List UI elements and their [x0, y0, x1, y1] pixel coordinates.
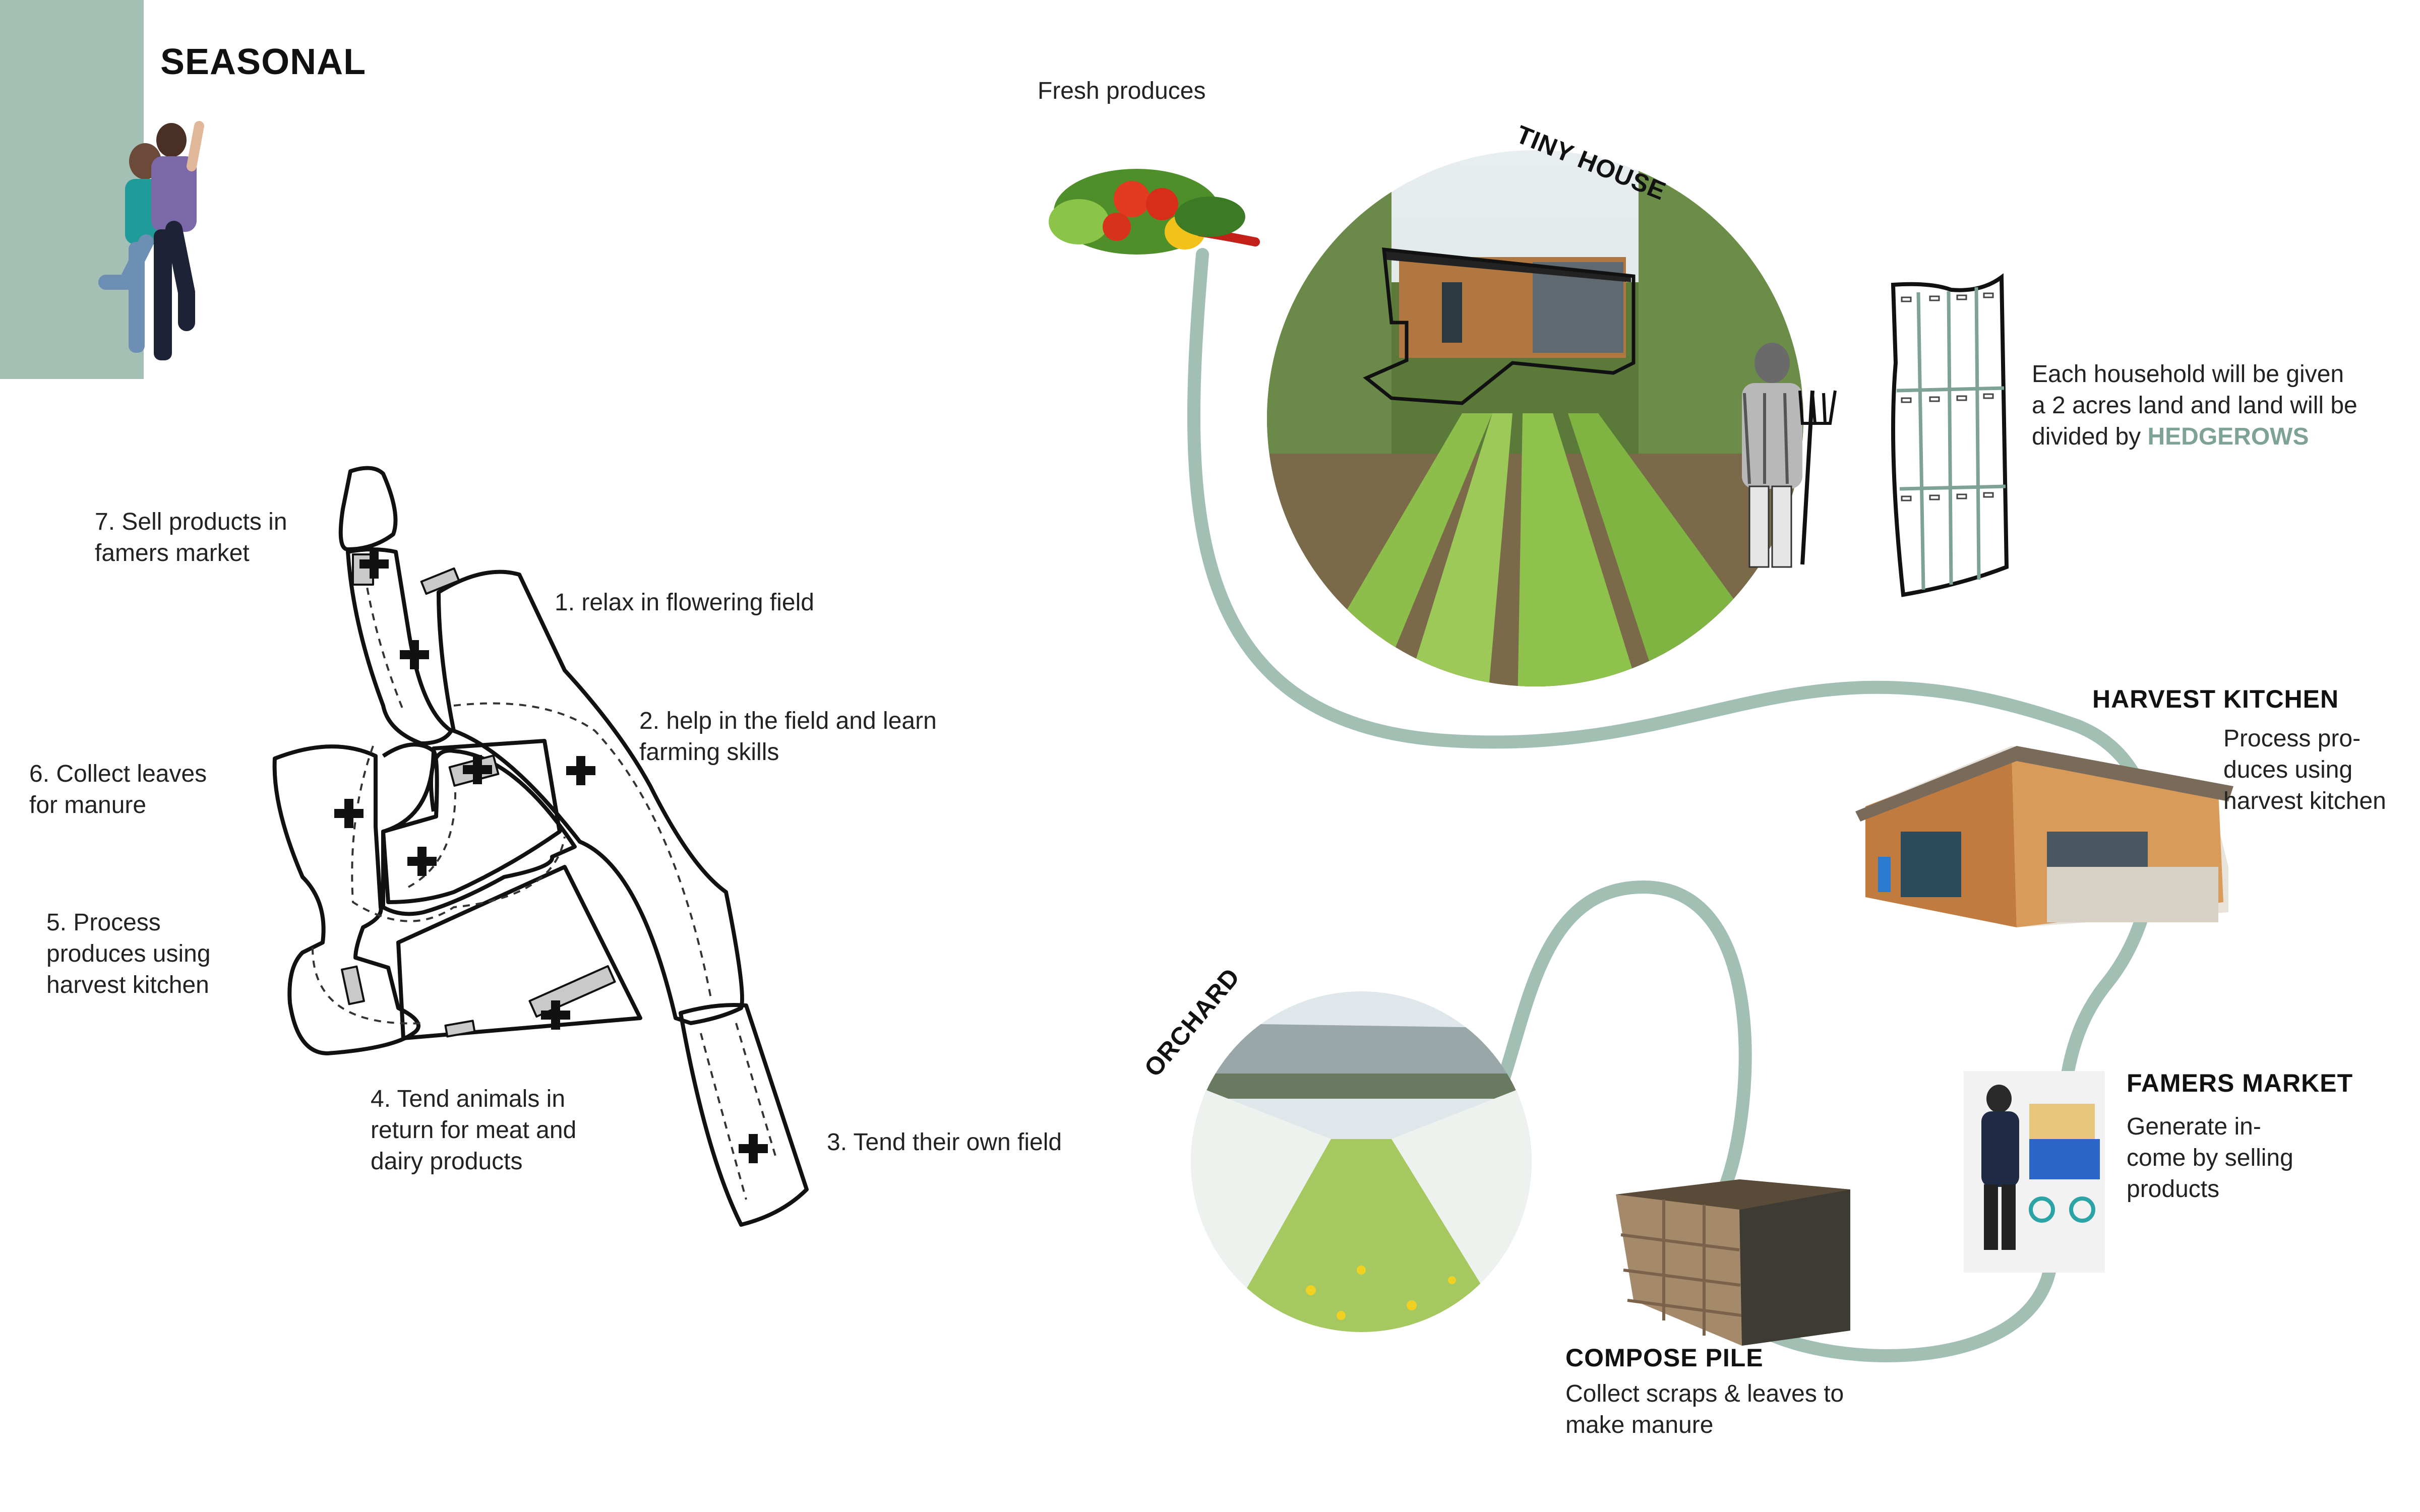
plot-7 — [338, 466, 398, 551]
plot-6 — [346, 547, 453, 745]
hedgerows-highlight: HEDGEROWS — [2147, 423, 2309, 450]
hedgerow-parcel — [1891, 273, 2009, 597]
harvest-kitchen-photo — [1855, 746, 2233, 927]
fresh-produces-label: Fresh produces — [1038, 78, 1206, 104]
step-5-label: 5. Process produces using harvest kitche… — [46, 909, 211, 998]
tiny-house-photo — [1267, 150, 1803, 686]
step-1-label: 1. relax in flowering field — [555, 589, 814, 616]
plot-2b — [381, 739, 562, 904]
step-4-label: 4. Tend animals in return for meat and d… — [371, 1086, 577, 1175]
plot-4 — [396, 865, 642, 1040]
page-title: SEASONAL — [160, 42, 367, 82]
accent-block — [0, 0, 144, 379]
harvest-kitchen-description: Process pro- duces using harvest kitchen — [2223, 725, 2386, 814]
couple-illustration — [98, 121, 204, 360]
vegetables-image — [1049, 169, 1260, 255]
compost-pile-photo — [1616, 1179, 1850, 1346]
famers-market-description: Generate in- come by selling products — [2127, 1113, 2293, 1203]
site-plan — [272, 466, 809, 1227]
step-3-label: 3. Tend their own field — [827, 1129, 1062, 1156]
compose-pile-heading: COMPOSE PILE — [1565, 1344, 1764, 1372]
step-6-label: 6. Collect leaves for manure — [29, 761, 207, 818]
plot-5 — [272, 744, 420, 1055]
plot-1 — [437, 570, 744, 1025]
famers-market-photo — [1964, 1071, 2105, 1273]
compose-pile-description: Collect scraps & leaves to make manure — [1565, 1380, 1844, 1438]
harvest-kitchen-heading: HARVEST KITCHEN — [2092, 685, 2339, 713]
tiny-house-outline — [1363, 247, 1636, 405]
step-7-label: 7. Sell products in famers market — [95, 509, 287, 566]
orchard-photo — [1191, 991, 1532, 1332]
famers-market-heading: FAMERS MARKET — [2127, 1069, 2353, 1097]
household-description: Each household will be given a 2 acres l… — [2032, 361, 2357, 450]
farmer-illustration — [1742, 343, 1837, 568]
plot-3 — [679, 1003, 809, 1227]
step-2-label: 2. help in the field and learn farming s… — [639, 708, 937, 766]
